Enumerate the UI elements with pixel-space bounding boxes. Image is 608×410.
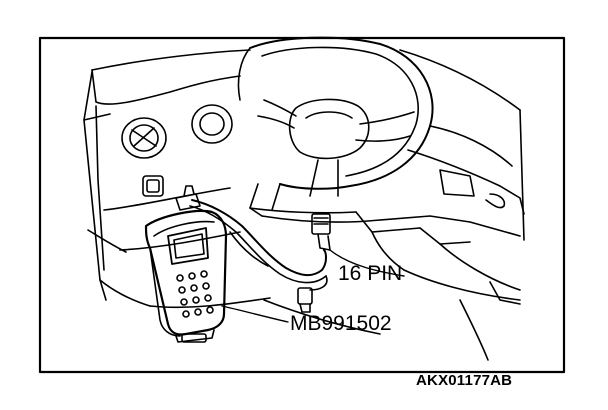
dash-upper-panel (91, 69, 241, 105)
scan-tool-cable (191, 199, 327, 276)
leader-mb991502 (221, 305, 289, 323)
steering-column (249, 183, 263, 217)
dash-top-line (91, 49, 251, 71)
tool-part-number-label: MB991502 (290, 312, 392, 335)
leader-16pin (329, 249, 405, 277)
figure-code-label: AKX01177AB (416, 372, 513, 389)
steering-wheel-rim-inner (261, 46, 419, 177)
connector-pin-label: 16 PIN (338, 262, 403, 285)
scan-tool (144, 209, 228, 343)
steering-wheel-rim (249, 36, 434, 190)
dash-switch (142, 175, 164, 197)
dash-right-panel (439, 169, 475, 197)
center-air-vent-left (191, 104, 233, 144)
connector-plug (317, 233, 331, 251)
dash-top-line-right (399, 49, 521, 111)
diagnostic-connector (311, 213, 331, 235)
adapter-plug (297, 287, 313, 305)
left-panel-edge (83, 71, 107, 301)
dash-knob (485, 193, 506, 209)
steering-wheel-hub (288, 98, 370, 160)
left-panel-inner (95, 105, 105, 271)
tester-cable-connector (175, 193, 201, 211)
scan-tool-cable-second (189, 205, 327, 284)
left-air-vent (121, 117, 167, 159)
